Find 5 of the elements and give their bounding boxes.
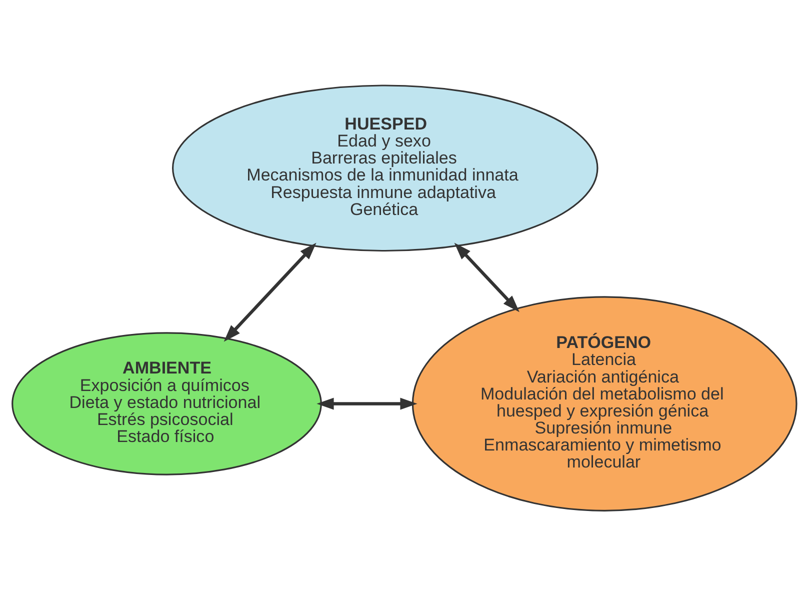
node-ellipse: HUESPED Edad y sexo Barreras epiteliales Mecanismos de la inmunidad innata Respuesta inmune adaptativa Genética [172, 84, 598, 252]
arrow [224, 242, 316, 342]
arrow [316, 397, 418, 410]
node-ellipse: AMBIENTE Exposición a químicos Dieta y estado nutricional Estrés psicosocial Estado físico [12, 332, 322, 475]
arrow [454, 242, 520, 312]
